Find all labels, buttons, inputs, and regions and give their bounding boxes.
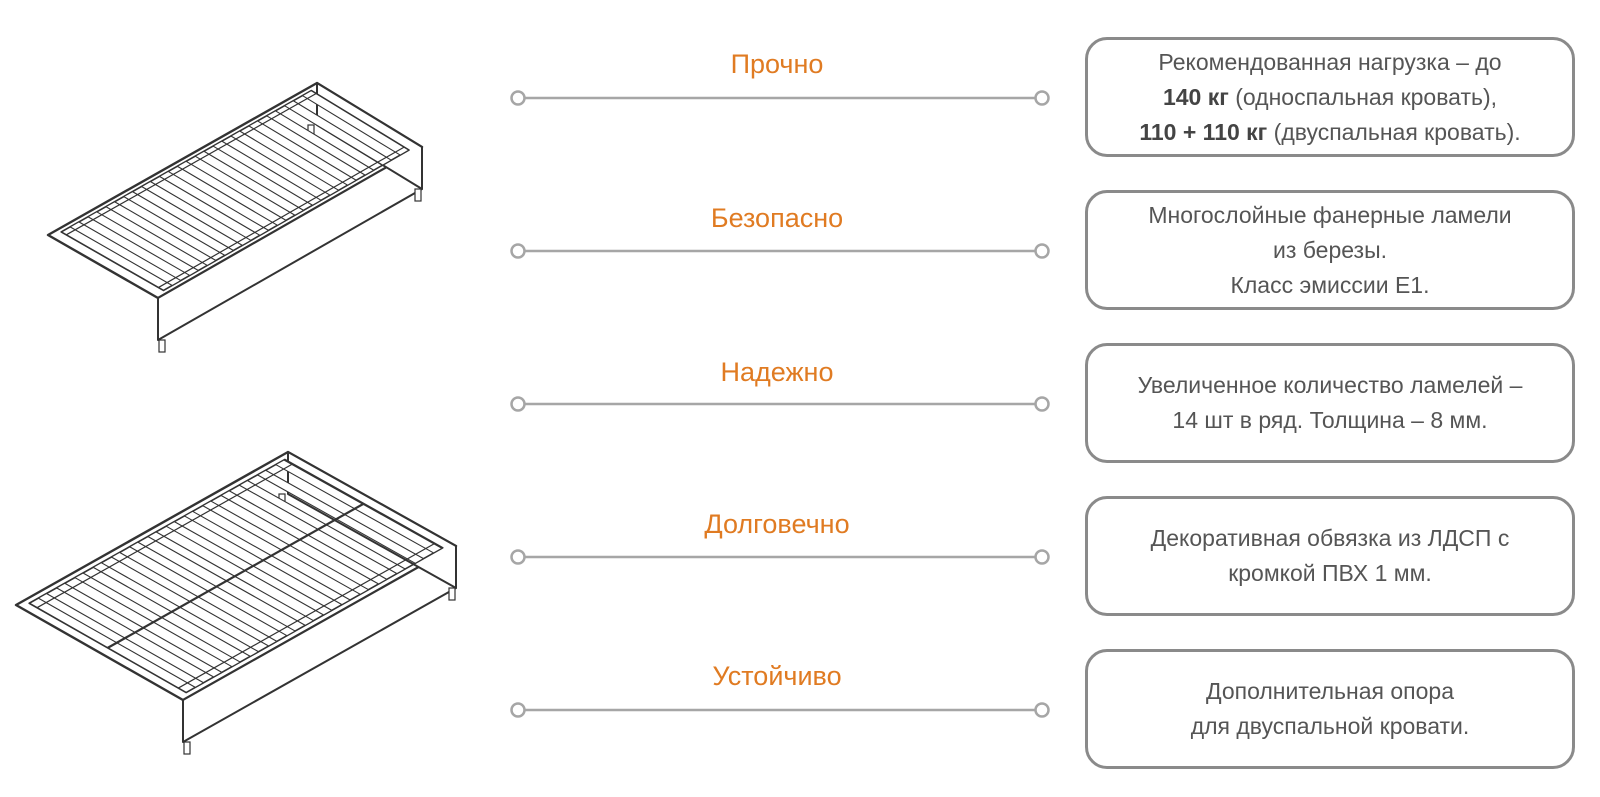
feature-title: Устойчиво <box>712 661 842 691</box>
description-emphasis: 110 + 110 кг <box>1139 118 1268 145</box>
feature-description-box: Увеличенное количество ламелей – 14 шт в … <box>1085 343 1575 463</box>
description-text: для двуспальной кровати. <box>1190 713 1470 739</box>
description-line: Декоративная обвязка из ЛДСП с <box>1151 521 1510 556</box>
feature-title: Безопасно <box>710 203 844 233</box>
connector-dot <box>1034 396 1050 412</box>
connector-dot <box>510 549 526 565</box>
connector-dot <box>510 396 526 412</box>
connector-dot <box>510 702 526 718</box>
description-line: Класс эмиссии Е1. <box>1230 268 1429 303</box>
description-text: Рекомендованная нагрузка – до <box>1158 48 1502 75</box>
description-line: 140 кг (односпальная кровать), <box>1163 80 1497 115</box>
connector-dot <box>1034 702 1050 718</box>
connector-line <box>510 702 1050 718</box>
bed-illustrations <box>14 81 458 755</box>
description-line: из березы. <box>1273 233 1387 268</box>
double-bed-icon <box>14 450 458 755</box>
connector-dot <box>510 90 526 106</box>
description-line: Многослойные фанерные ламели <box>1148 198 1511 233</box>
connector-line <box>510 396 1050 412</box>
connector-line <box>510 549 1050 565</box>
feature-description-box: Декоративная обвязка из ЛДСП с кромкой ПВ… <box>1085 496 1575 616</box>
description-text: Дополнительная опора <box>1205 678 1454 704</box>
description-text: Декоративная обвязка из ЛДСП с <box>1150 525 1510 551</box>
description-line: Дополнительная опора <box>1206 674 1454 709</box>
description-line: 110 + 110 кг (двуспальная кровать). <box>1139 115 1520 150</box>
single-bed-icon <box>46 81 424 353</box>
description-text: Многослойные фанерные ламели <box>1148 201 1512 228</box>
description-line: Увеличенное количество ламелей – <box>1138 368 1523 403</box>
description-line: Рекомендованная нагрузка – до <box>1158 45 1501 80</box>
description-text: Класс эмиссии Е1. <box>1230 271 1430 298</box>
connector-line <box>510 90 1050 106</box>
description-line: 14 шт в ряд. Толщина – 8 мм. <box>1172 403 1487 438</box>
description-line: для двуспальной кровати. <box>1191 709 1470 744</box>
feature-description-box: Дополнительная опора для двуспальной кров… <box>1085 649 1575 769</box>
connector-dot <box>510 243 526 259</box>
feature-description-box: Многослойные фанерные ламели из березы. Кл… <box>1085 190 1575 310</box>
description-text: из березы. <box>1272 236 1388 263</box>
feature-description-box: Рекомендованная нагрузка – до 140 кг (одн… <box>1085 37 1575 157</box>
connector-dot <box>1034 549 1050 565</box>
feature-title: Прочно <box>730 49 824 79</box>
description-emphasis: 140 кг <box>1162 83 1229 110</box>
feature-title: Надежно <box>720 357 834 387</box>
connector-dot <box>1034 243 1050 259</box>
description-line: кромкой ПВХ 1 мм. <box>1228 556 1432 591</box>
connector-dot <box>1034 90 1050 106</box>
description-text: Увеличенное количество ламелей – <box>1137 372 1523 398</box>
description-text: кромкой ПВХ 1 мм. <box>1228 560 1432 586</box>
description-text: 14 шт в ряд. Толщина – 8 мм. <box>1172 407 1488 433</box>
description-text: (двуспальная кровать). <box>1267 118 1521 145</box>
feature-title: Долговечно <box>704 509 850 539</box>
description-text: (односпальная кровать), <box>1228 83 1498 110</box>
connector-line <box>510 243 1050 259</box>
